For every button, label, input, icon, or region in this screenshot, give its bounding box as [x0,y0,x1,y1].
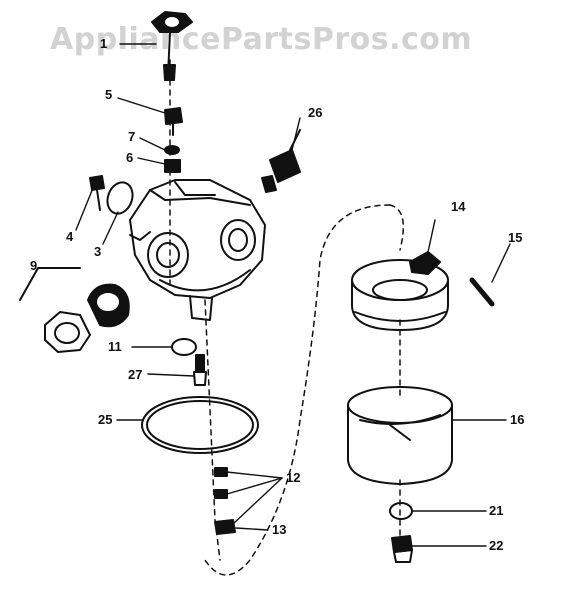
callout-9: 9 [30,258,38,273]
part-4-screw [89,175,105,211]
callout-4: 4 [66,229,74,244]
callout-1: 1 [100,36,108,51]
leader-lines [75,43,511,547]
part-6-seal [164,159,181,173]
callout-3: 3 [94,244,102,259]
callout-21: 21 [489,503,504,518]
callout-26: 26 [308,105,323,120]
assembly-guide-lines [169,59,405,576]
part-22-bowl-nut [391,535,413,563]
callout-14: 14 [451,199,466,214]
part-25-bowl-gasket [141,396,259,454]
part-11-seal [171,338,197,356]
part-1-valve [151,11,193,81]
part-14-float [351,251,449,331]
callout-11: 11 [108,339,122,354]
part-21-washer [389,502,413,520]
callout-22: 22 [489,538,504,553]
part-7-washer [164,145,180,155]
part-27-jet [193,354,207,386]
callout-5: 5 [105,87,113,102]
part-13-screw [214,519,236,535]
watermark-text: AppliancePartsPros.com [50,22,473,57]
callout-6: 6 [126,150,134,165]
callout-16: 16 [510,412,525,427]
part-16-float-bowl [347,386,453,485]
callout-12: 12 [286,470,301,485]
part-12-screws [214,467,228,499]
callout-7: 7 [128,129,136,144]
callout-25: 25 [98,412,113,427]
carburetor-body [129,179,266,321]
part-3-gasket [106,181,134,215]
part-9-primer-bulb [19,267,130,353]
callout-27: 27 [128,367,143,382]
callout-13: 13 [272,522,287,537]
callout-15: 15 [508,230,523,245]
part-5-screw [164,107,183,136]
part-15-pin [469,277,495,307]
